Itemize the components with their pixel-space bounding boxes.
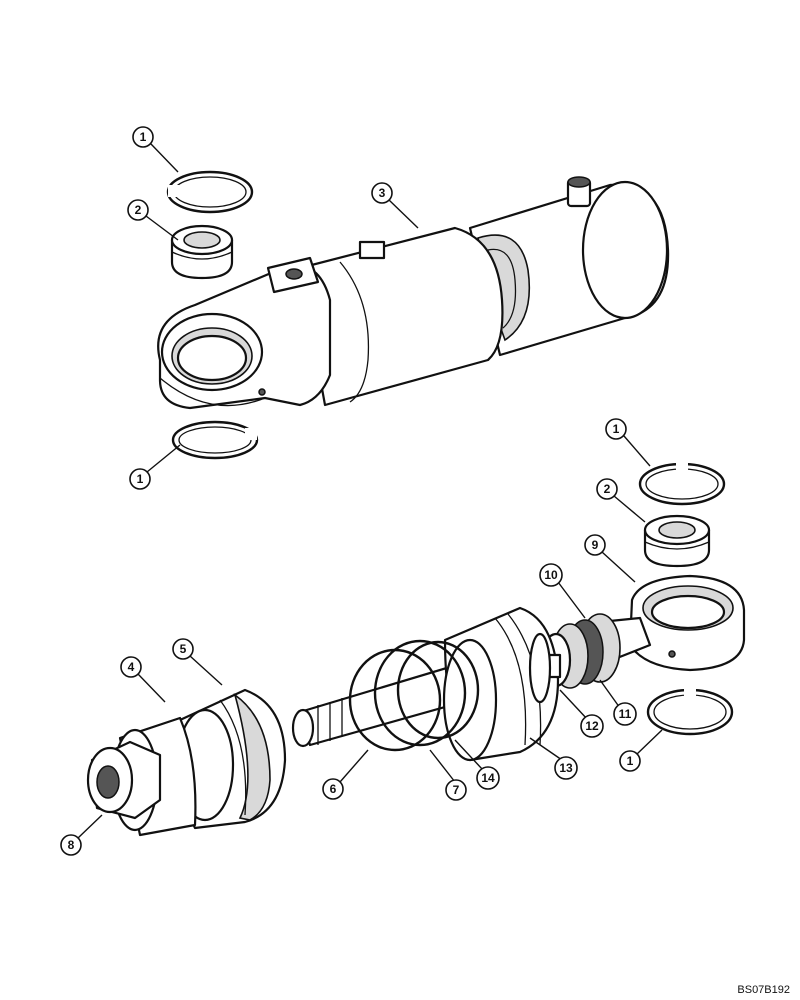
callout-label: 12 — [585, 719, 599, 733]
callout-14: 14 — [476, 766, 500, 790]
callout-12: 12 — [580, 714, 604, 738]
callout-13: 13 — [554, 756, 578, 780]
snap-ring-top — [166, 170, 254, 214]
callout-label: 9 — [592, 538, 599, 552]
piston-rings — [348, 639, 480, 752]
callout-label: 1 — [613, 422, 620, 436]
snap-ring-right-top — [638, 462, 726, 506]
callout-label: 1 — [137, 472, 144, 486]
callout-4: 4 — [120, 656, 142, 678]
callout-1-top: 1 — [132, 126, 154, 148]
callout-label: 4 — [128, 660, 135, 674]
callout-label: 10 — [544, 568, 558, 582]
callout-3: 3 — [371, 182, 393, 204]
callout-label: 13 — [559, 761, 573, 775]
callout-label: 14 — [481, 771, 495, 785]
cylinder-barrel — [157, 176, 670, 410]
callout-label: 5 — [180, 642, 187, 656]
callout-6: 6 — [322, 778, 344, 800]
callout-label: 2 — [604, 482, 611, 496]
callout-label: 7 — [453, 783, 460, 797]
lock-nut — [86, 740, 162, 820]
callout-1-right-bottom: 1 — [619, 750, 641, 772]
callout-1-lower-left: 1 — [129, 468, 151, 490]
callout-7: 7 — [445, 779, 467, 801]
callout-2-right: 2 — [596, 478, 618, 500]
callout-label: 3 — [379, 186, 386, 200]
callout-10: 10 — [539, 563, 563, 587]
callout-label: 11 — [619, 707, 632, 721]
callout-label: 6 — [330, 782, 337, 796]
callout-9: 9 — [584, 534, 606, 556]
bushing-top — [170, 224, 234, 280]
bushing-right — [643, 514, 711, 568]
callout-label: 8 — [68, 838, 75, 852]
snap-ring-lower-left — [171, 420, 259, 460]
callout-8: 8 — [60, 834, 82, 856]
callout-label: 1 — [140, 130, 147, 144]
cylinder-gland — [442, 606, 562, 762]
callout-label: 1 — [627, 754, 634, 768]
backup-ring — [528, 632, 552, 704]
callout-label: 2 — [135, 203, 142, 217]
callout-2-top: 2 — [127, 199, 149, 221]
callout-1-right-top: 1 — [605, 418, 627, 440]
callout-5: 5 — [172, 638, 194, 660]
snap-ring-right-bottom — [646, 687, 734, 736]
callout-11: 11 — [613, 702, 637, 726]
drawing-code: BS07B192 — [737, 984, 790, 996]
rod-eye — [628, 574, 746, 672]
leader-lines — [77, 143, 663, 839]
